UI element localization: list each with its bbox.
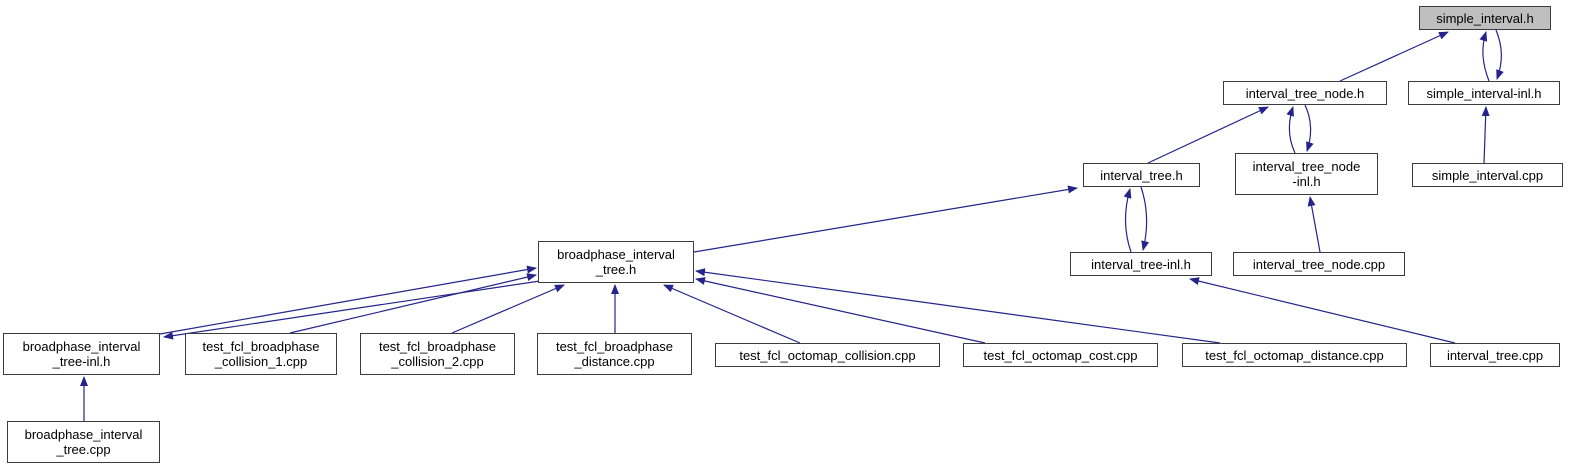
edge-interval_tree_node_cpp-to-interval_tree_node_inl_h — [1307, 196, 1321, 253]
edge-simple_interval_cpp-to-simple_interval_inl_h — [1481, 106, 1490, 164]
edge-test_fcl_octomap_collision_cpp-to-broadphase_interval_tree_h — [663, 284, 801, 344]
node-label: interval_tree_node — [1252, 159, 1361, 174]
node-label: broadphase_interval — [557, 247, 675, 262]
node-test_fcl_broadphase_collision_1_cpp[interactable]: test_fcl_broadphase_collision_1.cpp — [185, 333, 337, 375]
node-interval_tree_cpp[interactable]: interval_tree.cpp — [1430, 343, 1560, 367]
edge-test_fcl_broadphase_collision_2_cpp-to-broadphase_interval_tree_h — [451, 284, 565, 334]
node-label: interval_tree_node.cpp — [1252, 256, 1386, 272]
node-label: test_fcl_broadphase — [202, 339, 320, 354]
node-simple_interval_h[interactable]: simple_interval.h — [1419, 6, 1551, 30]
node-label: test_fcl_octomap_cost.cpp — [983, 347, 1138, 363]
node-label: _tree-inl.h — [52, 354, 111, 369]
node-test_fcl_octomap_distance_cpp[interactable]: test_fcl_octomap_distance.cpp — [1182, 343, 1407, 367]
node-label: _tree.cpp — [56, 442, 111, 457]
node-label: test_fcl_octomap_distance.cpp — [1205, 347, 1384, 363]
node-label: test_fcl_octomap_collision.cpp — [739, 347, 916, 363]
node-broadphase_interval_tree_h[interactable]: broadphase_interval_tree.h — [538, 241, 694, 283]
node-interval_tree_node_cpp[interactable]: interval_tree_node.cpp — [1233, 252, 1405, 276]
node-interval_tree_inl_h[interactable]: interval_tree-inl.h — [1070, 252, 1212, 276]
node-broadphase_interval_tree_inl_h[interactable]: broadphase_interval_tree-inl.h — [3, 333, 160, 375]
node-interval_tree_node_h[interactable]: interval_tree_node.h — [1223, 81, 1387, 105]
node-label: _distance.cpp — [574, 354, 655, 369]
edge-simple_interval_inl_h-to-simple_interval_h — [1479, 31, 1490, 82]
node-label: _tree.h — [595, 262, 637, 277]
edge-test_fcl_octomap_distance_cpp-to-broadphase_interval_tree_h — [695, 268, 1221, 344]
node-label: simple_interval.h — [1436, 10, 1534, 26]
edge-test_fcl_broadphase_collision_1_cpp-to-broadphase_interval_tree_h — [289, 273, 537, 334]
node-label: broadphase_interval — [22, 339, 141, 354]
edge-broadphase_interval_tree_inl_h-to-broadphase_interval_tree_h — [159, 265, 537, 335]
node-label: interval_tree.h — [1100, 167, 1183, 183]
node-test_fcl_broadphase_collision_2_cpp[interactable]: test_fcl_broadphase_collision_2.cpp — [360, 333, 515, 375]
node-label: interval_tree-inl.h — [1091, 256, 1191, 272]
edge-broadphase_interval_tree_h-to-broadphase_interval_tree_inl_h — [163, 280, 541, 340]
node-label: test_fcl_broadphase — [555, 339, 674, 354]
edge-broadphase_interval_tree_h-to-interval_tree_h — [693, 185, 1078, 253]
node-label: -inl.h — [1292, 174, 1321, 189]
node-broadphase_interval_tree_cpp[interactable]: broadphase_interval_tree.cpp — [7, 421, 160, 463]
edge-interval_tree_node_h-to-simple_interval_h — [1339, 31, 1449, 82]
node-interval_tree_node_inl_h[interactable]: interval_tree_node-inl.h — [1235, 153, 1378, 195]
node-test_fcl_octomap_cost_cpp[interactable]: test_fcl_octomap_cost.cpp — [963, 343, 1158, 367]
edge-simple_interval_h-to-simple_interval_inl_h — [1495, 29, 1504, 80]
node-test_fcl_octomap_collision_cpp[interactable]: test_fcl_octomap_collision.cpp — [715, 343, 940, 367]
edge-interval_tree_cpp-to-interval_tree_inl_h — [1189, 277, 1456, 344]
edge-interval_tree_inl_h-to-interval_tree_h — [1123, 188, 1132, 253]
edge-interval_tree_h-to-interval_tree_inl_h — [1140, 186, 1150, 251]
node-test_fcl_broadphase_distance_cpp[interactable]: test_fcl_broadphase_distance.cpp — [537, 333, 692, 375]
node-simple_interval_inl_h[interactable]: simple_interval-inl.h — [1408, 81, 1560, 105]
node-label: simple_interval-inl.h — [1426, 85, 1542, 101]
node-label: broadphase_interval — [24, 427, 143, 442]
node-label: _collision_2.cpp — [391, 354, 484, 369]
node-simple_interval_cpp[interactable]: simple_interval.cpp — [1412, 163, 1563, 187]
node-label: _collision_1.cpp — [214, 354, 308, 369]
node-label: interval_tree_node.h — [1245, 85, 1365, 101]
edge-interval_tree_h-to-interval_tree_node_h — [1147, 106, 1269, 164]
edge-interval_tree_node_h-to-interval_tree_node_inl_h — [1304, 104, 1314, 152]
edge-interval_tree_node_inl_h-to-interval_tree_node_h — [1286, 106, 1296, 154]
node-label: interval_tree.cpp — [1446, 347, 1544, 363]
node-label: simple_interval.cpp — [1431, 167, 1544, 183]
node-interval_tree_h[interactable]: interval_tree.h — [1083, 163, 1200, 187]
edge-test_fcl_octomap_cost_cpp-to-broadphase_interval_tree_h — [695, 277, 986, 344]
node-label: test_fcl_broadphase — [378, 339, 497, 354]
